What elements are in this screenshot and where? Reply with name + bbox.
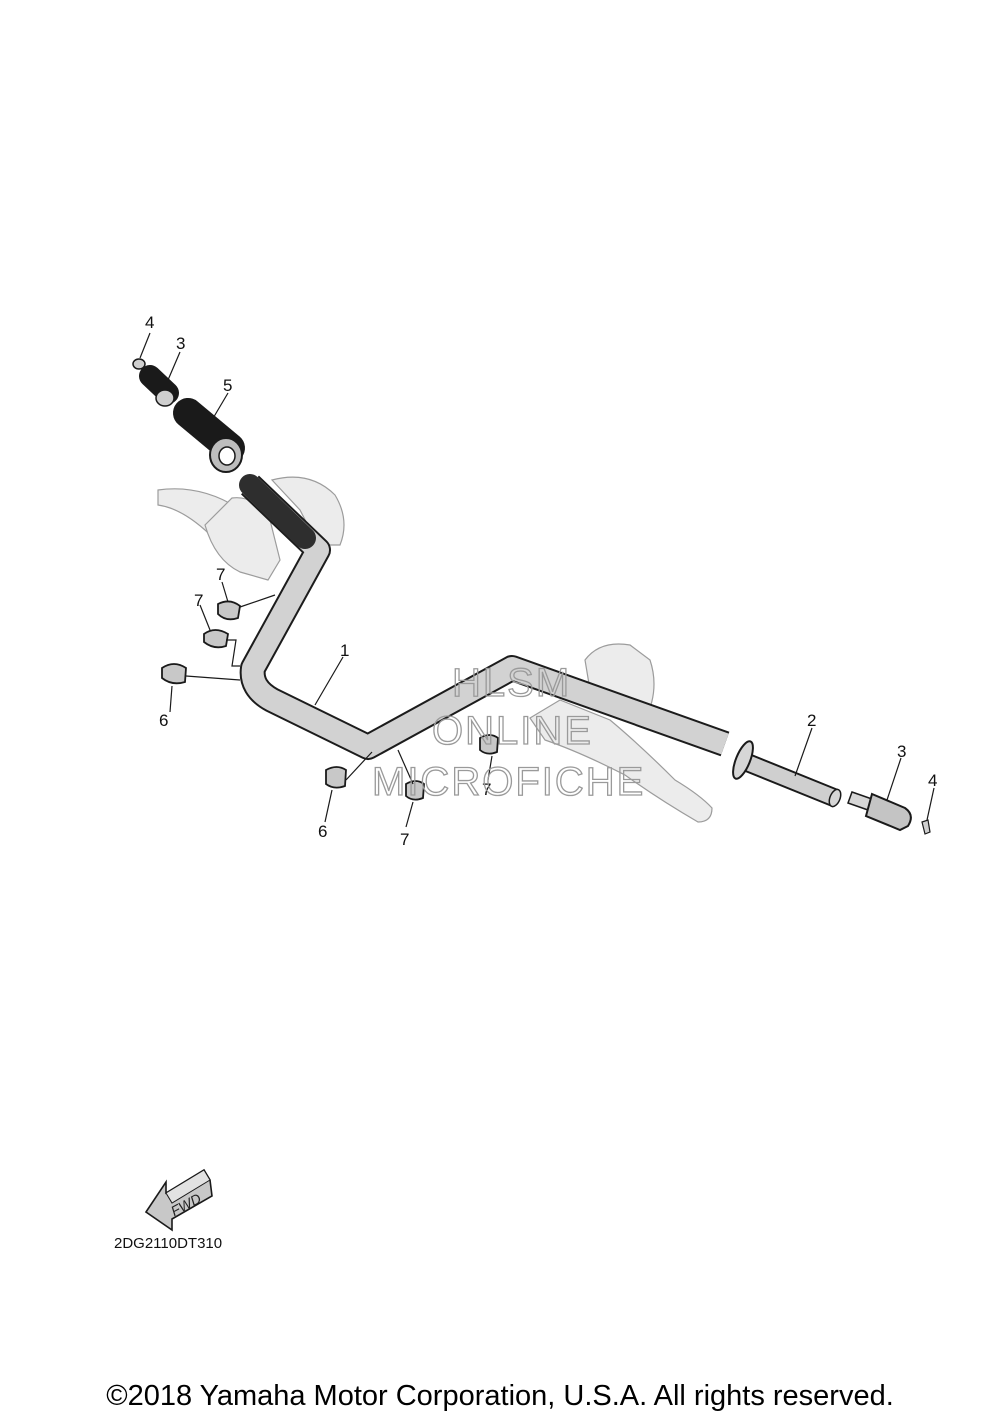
callout-handlebar: 1 <box>340 641 349 660</box>
left-lever-assembly-ghost <box>157 476 345 581</box>
callout-upper-clip-left-a: 7 <box>216 565 225 584</box>
callout-upper-clip-left-b: 7 <box>194 591 203 610</box>
left-end-screw <box>132 358 146 370</box>
lower-clip-left <box>161 663 187 685</box>
figure-code: 2DG2110DT310 <box>114 1235 223 1252</box>
right-end-screw <box>921 819 931 835</box>
watermark-line-3: MICROFICHE <box>372 760 645 804</box>
fwd-arrow-icon: FWD <box>144 1168 213 1232</box>
right-end-weight <box>847 791 912 832</box>
callout-right-end-weight: 3 <box>897 742 906 761</box>
callout-throttle-grip: 5 <box>223 376 232 395</box>
right-grip <box>732 740 842 808</box>
callout-left-end-screw: 4 <box>145 313 154 332</box>
watermark-line-1: HLSM <box>452 661 571 705</box>
upper-clip-left-a <box>217 600 241 621</box>
copyright-notice: ©2018 Yamaha Motor Corporation, U.S.A. A… <box>106 1380 894 1412</box>
callout-right-end-screw: 4 <box>928 771 937 790</box>
callout-lower-clip-center: 6 <box>318 822 327 841</box>
callout-right-grip: 2 <box>807 711 816 730</box>
handlebar-left-end <box>239 474 316 549</box>
watermark-line-2: ONLINE <box>432 709 593 753</box>
callout-upper-clip-center: 7 <box>400 830 409 849</box>
lower-clip-center <box>325 766 347 789</box>
leader-lines <box>139 332 935 828</box>
callout-lower-clip-left: 6 <box>159 711 168 730</box>
upper-clip-right <box>479 734 499 755</box>
throttle-grip <box>173 398 245 473</box>
handlebar-tube <box>241 477 729 758</box>
callout-upper-clip-right: 7 <box>482 780 491 799</box>
left-end-weight <box>139 365 179 407</box>
upper-clip-left-b <box>203 629 229 649</box>
callout-left-end-weight: 3 <box>176 334 185 353</box>
